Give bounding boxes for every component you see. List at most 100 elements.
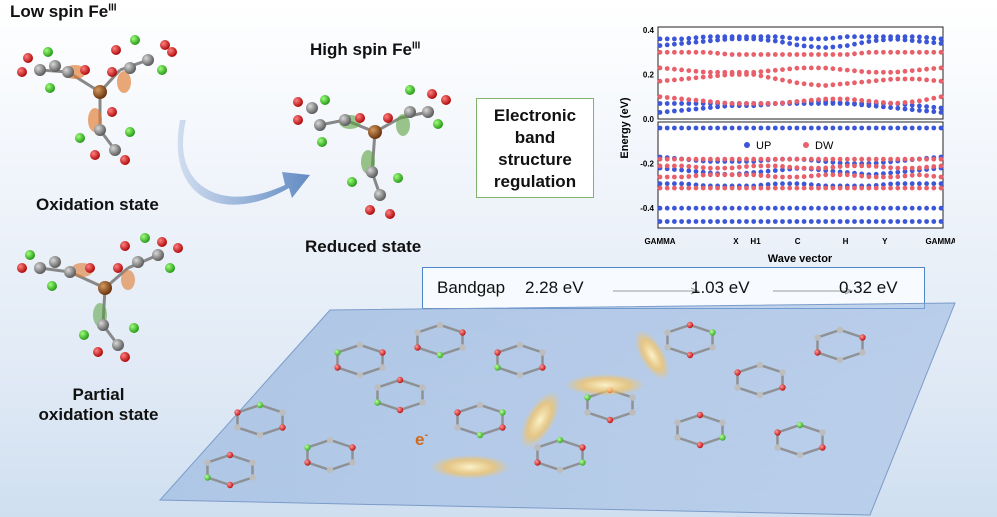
mof-atom	[664, 344, 671, 351]
mof-atom	[204, 474, 211, 481]
band-point-dw	[765, 52, 771, 57]
band-point-dw	[888, 185, 893, 191]
band-point-up	[852, 125, 857, 131]
band-point-up	[873, 34, 879, 40]
band-point-up	[924, 181, 929, 187]
band-point-up	[902, 181, 908, 187]
band-point-dw	[708, 165, 713, 171]
band-point-dw	[938, 65, 944, 71]
band-point-up	[672, 125, 677, 131]
band-point-dw	[772, 52, 778, 57]
band-point-dw	[917, 67, 922, 73]
band-point-up	[909, 107, 915, 113]
band-point-up	[758, 219, 764, 224]
band-point-up	[672, 108, 677, 114]
mof-atom	[379, 349, 386, 356]
band-point-dw	[808, 65, 814, 71]
band-point-dw	[686, 97, 692, 102]
band-point-dw	[672, 77, 677, 83]
band-point-dw	[844, 96, 850, 102]
band-point-dw	[866, 79, 872, 84]
band-point-dw	[693, 68, 699, 74]
band-point-dw	[938, 94, 944, 100]
partial-oxidation-molecule	[17, 233, 183, 362]
band-point-up	[780, 219, 785, 224]
band-point-up	[823, 45, 829, 50]
bandgap-value-3: 0.32 eV	[839, 278, 898, 297]
band-point-dw	[895, 165, 901, 171]
band-point-dw	[830, 172, 836, 178]
mof-atom	[334, 349, 341, 356]
band-point-up	[715, 37, 720, 43]
band-point-up	[751, 219, 757, 224]
mof-atom	[579, 459, 586, 466]
mof-atom	[349, 444, 356, 451]
band-point-dw	[679, 185, 684, 191]
mof-atom	[796, 421, 804, 429]
mof-atom	[226, 481, 234, 489]
band-point-up	[859, 125, 865, 131]
x-tick-label: GAMMA	[644, 237, 675, 246]
mof-atom	[696, 441, 704, 449]
band-point-dw	[808, 165, 814, 171]
mof-atom	[476, 431, 484, 439]
band-point-up	[917, 219, 922, 224]
band-point-up	[808, 36, 814, 42]
band-point-dw	[772, 67, 778, 73]
band-point-dw	[657, 65, 663, 71]
bandgap-box: Bandgap 2.28 eV 1.03 eV 0.32 eV	[422, 267, 925, 309]
band-point-up	[859, 205, 865, 211]
band-point-up	[823, 205, 829, 211]
mof-atom	[414, 344, 421, 351]
band-point-up	[823, 125, 829, 131]
band-point-dw	[672, 156, 677, 162]
band-point-up	[772, 181, 778, 187]
band-point-dw	[758, 52, 764, 57]
band-point-dw	[830, 96, 836, 102]
band-point-up	[700, 219, 706, 224]
mof-atom	[476, 401, 484, 409]
band-point-up	[679, 36, 684, 42]
band-point-dw	[866, 163, 872, 169]
mof-atom	[279, 409, 286, 416]
band-point-dw	[758, 163, 764, 169]
band-point-dw	[938, 78, 944, 84]
band-point-up	[772, 219, 778, 224]
mof-atom	[774, 444, 781, 451]
band-point-up	[917, 103, 922, 109]
band-point-dw	[823, 96, 829, 102]
band-point-dw	[844, 172, 850, 178]
band-point-dw	[844, 81, 850, 86]
band-point-up	[830, 219, 836, 224]
band-point-up	[780, 167, 785, 173]
band-point-dw	[693, 185, 699, 191]
band-point-up	[938, 181, 944, 187]
band-point-dw	[700, 69, 706, 75]
y-tick-label: -0.2	[640, 160, 654, 169]
band-point-up	[816, 44, 821, 50]
band-point-dw	[881, 164, 886, 170]
band-point-up	[664, 125, 670, 131]
band-point-dw	[823, 52, 829, 57]
bandgap-label: Bandgap	[437, 278, 506, 297]
band-point-up	[909, 38, 915, 43]
band-point-up	[844, 43, 850, 48]
band-point-up	[895, 169, 901, 175]
mof-atom	[419, 384, 426, 391]
band-point-dw	[751, 185, 757, 191]
band-point-dw	[708, 99, 713, 104]
mof-atom	[226, 451, 234, 459]
band-point-up	[852, 205, 857, 211]
band-point-up	[873, 160, 879, 166]
band-point-up	[844, 205, 850, 211]
mof-atom	[349, 459, 356, 466]
band-point-dw	[693, 49, 699, 55]
band-point-up	[700, 39, 706, 44]
band-point-up	[744, 205, 749, 211]
band-point-dw	[744, 52, 749, 57]
band-point-up	[664, 181, 670, 187]
band-point-dw	[938, 163, 944, 169]
band-point-dw	[801, 65, 807, 71]
band-point-dw	[859, 156, 865, 162]
